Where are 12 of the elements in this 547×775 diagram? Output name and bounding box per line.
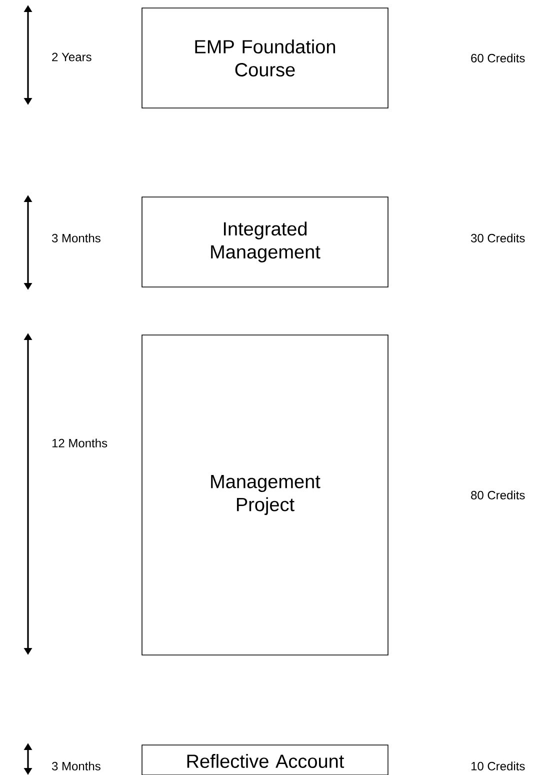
duration-label: 3 Months (52, 762, 100, 770)
duration-label: 3 Months (52, 234, 100, 242)
box-text: Management Project (211, 475, 320, 515)
credits-label: 10 Credits (471, 762, 525, 770)
duration-label: 12 Months (52, 438, 108, 448)
box-text: Reflective Account (187, 754, 344, 768)
credits-label: 60 Credits (471, 54, 525, 62)
credits-label: 30 Credits (471, 234, 525, 242)
box-text: Integrated Management (211, 222, 320, 262)
credits-label: 80 Credits (471, 490, 525, 500)
duration-label: 2 Years (52, 52, 92, 62)
box-text: EMP Foundation Course (195, 40, 336, 76)
